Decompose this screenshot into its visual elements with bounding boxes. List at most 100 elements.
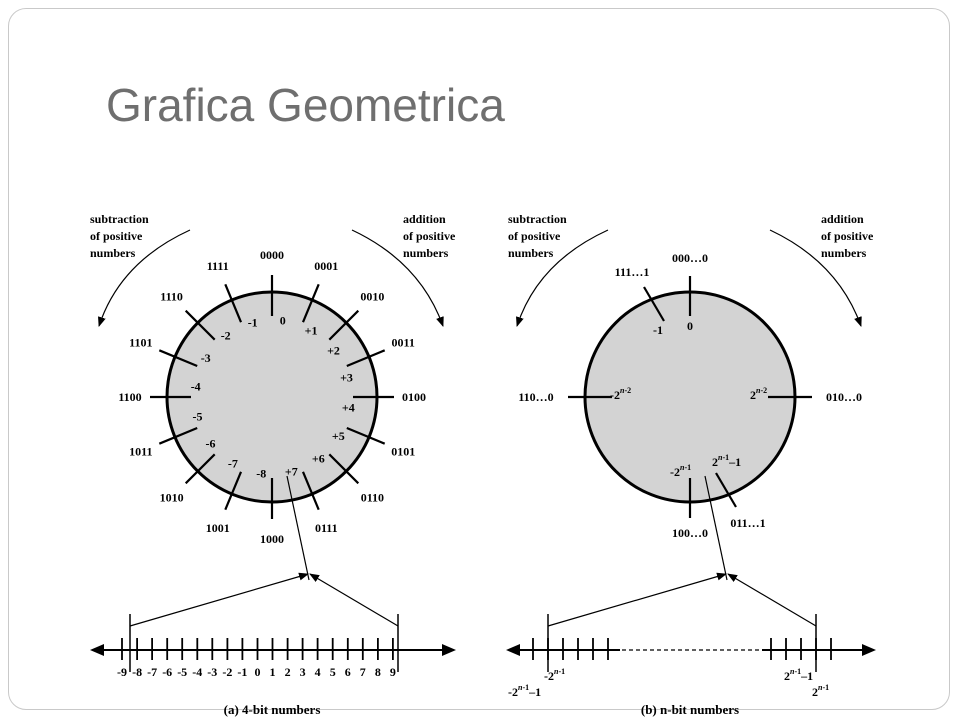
number-line-a-arrow-left (90, 644, 104, 656)
ring-a-tick (184, 309, 216, 341)
number-line-a-label: -1 (237, 665, 247, 679)
ring-a-bits-label: 0100 (402, 390, 426, 404)
ring-a-value-label: -2 (221, 329, 231, 343)
ring-a-bits-label: 0111 (315, 521, 338, 535)
number-line-a-label: -2 (222, 665, 232, 679)
caption-a: (a) 4-bit numbers (224, 702, 321, 717)
zoom-pointer-b (704, 475, 728, 581)
numline-b-label-max-plus-one: 2n-1 (812, 683, 829, 699)
zoom-pointer-a (286, 475, 310, 581)
number-line-a-label: 8 (375, 665, 381, 679)
numline-b-label-max: 2n-1–1 (784, 667, 813, 683)
number-line-a-label: 6 (345, 665, 351, 679)
ring-a-bits-label: 1111 (207, 259, 229, 273)
panel-b: subtraction of positive numbers addition… (506, 212, 876, 717)
ring-a-value-label: +4 (342, 401, 355, 415)
bits-b-left: 110…0 (518, 390, 553, 404)
addition-label-line-1: addition (403, 212, 446, 226)
addition-label-b-line-1: addition (821, 212, 864, 226)
subtraction-arrow-b (516, 229, 609, 327)
addition-label-line-3: numbers (403, 246, 449, 260)
ring-a-bits-label: 1011 (129, 444, 152, 458)
number-line-a-label: 2 (285, 665, 291, 679)
ring-a-bits-label: 0011 (392, 336, 415, 350)
number-line-a-label: -6 (162, 665, 172, 679)
number-line-b-arrow-right (862, 644, 876, 656)
numline-b-label-min-minus-one: -2n-1–1 (508, 683, 541, 699)
number-line-a-label: 4 (315, 665, 321, 679)
ring-a-value-label: -5 (193, 409, 203, 423)
ring-a-value-label: +1 (305, 324, 318, 338)
subtraction-arrow (98, 229, 191, 327)
number-line-a-label: -9 (117, 665, 127, 679)
subtraction-label-b-line-2: of positive (508, 229, 561, 243)
ring-a-value-label: -1 (248, 316, 258, 330)
ring-a-bits-label: 1101 (129, 336, 152, 350)
number-line-a-label: 0 (255, 665, 261, 679)
value-b-minus-one: -1 (653, 323, 663, 337)
ring-a-tick (158, 426, 198, 445)
ring-a-bits-label: 1010 (160, 490, 184, 504)
number-line-a-label: -8 (132, 665, 142, 679)
number-line-b-ticks (532, 638, 832, 660)
subtraction-label-line-1: subtraction (90, 212, 149, 226)
addition-arrow (351, 229, 444, 327)
ring-a-bits-label: 0010 (360, 290, 384, 304)
ring-a-bits-label: 0110 (361, 490, 384, 504)
ring-a-value-label: +3 (340, 371, 353, 385)
number-line-a-label: 9 (390, 665, 396, 679)
number-line-a-label: 1 (270, 665, 276, 679)
number-line-a-label: 3 (300, 665, 306, 679)
ring-a-bits-label: 0101 (391, 444, 415, 458)
ring-a-tick (301, 283, 320, 323)
number-line-a-arrow-right (442, 644, 456, 656)
bits-b-right: 010…0 (826, 390, 862, 404)
bits-b-top: 000…0 (672, 251, 708, 265)
number-line-a-label: -7 (147, 665, 157, 679)
ring-a-tick (224, 471, 243, 511)
ring-a-value-label: +2 (327, 344, 340, 358)
tick-b-bottom-right (715, 472, 737, 508)
zoom-line-left-b (547, 572, 727, 627)
number-line-a-label: -4 (192, 665, 202, 679)
addition-label-b-line-3: numbers (821, 246, 867, 260)
panel-a: subtraction of positive numbers addition… (90, 212, 456, 717)
addition-label-line-2: of positive (403, 229, 456, 243)
slide-frame (8, 8, 950, 710)
number-line-a-label: 7 (360, 665, 366, 679)
ring-a-value-label: -4 (191, 379, 201, 393)
addition-arrow-b (769, 229, 862, 327)
caption-b: (b) n-bit numbers (641, 702, 739, 717)
ring-a-tick (328, 309, 360, 341)
subtraction-label-b-line-1: subtraction (508, 212, 567, 226)
ring-a-value-label: -3 (201, 351, 211, 365)
ring-a-value-label: -8 (256, 466, 266, 480)
addition-label-b-line-2: of positive (821, 229, 874, 243)
zoom-line-right-b (727, 573, 817, 627)
ring-a-bits-label: 0001 (314, 259, 338, 273)
ring-a-bits-label: 1000 (260, 532, 284, 546)
bits-b-bottom: 100…0 (672, 526, 708, 540)
zoom-line-right-a (309, 573, 399, 627)
number-line-a-label: -5 (177, 665, 187, 679)
subtraction-label-b-line-3: numbers (508, 246, 554, 260)
number-line-a-label: -3 (207, 665, 217, 679)
value-b-zero: 0 (687, 319, 693, 333)
ring-a-value-label: -7 (228, 456, 238, 470)
ring-a-tick (346, 426, 386, 445)
ring-a-tick (301, 471, 320, 511)
subtraction-label-line-2: of positive (90, 229, 143, 243)
slide-title: Grafica Geometrica (106, 79, 505, 131)
ring-a-value-label: +7 (285, 465, 298, 479)
bits-b-top-left: 111…1 (615, 265, 650, 279)
ring-a-tick (224, 283, 243, 323)
zoom-line-left-a (129, 572, 309, 627)
ring-a-value-label: +6 (312, 452, 325, 466)
ring-a-bits-label: 1100 (118, 390, 141, 404)
ring-a-tick (346, 349, 386, 368)
number-line-a-label: 5 (330, 665, 336, 679)
ring-a-value-label: -6 (206, 436, 216, 450)
ring-a-value-label: 0 (280, 314, 286, 328)
